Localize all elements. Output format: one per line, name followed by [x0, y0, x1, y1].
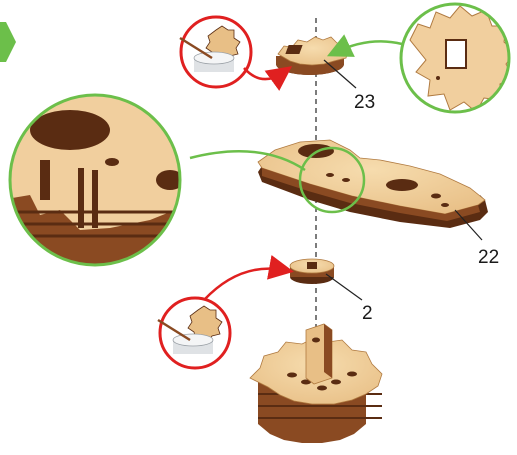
base-gear-stack	[249, 323, 383, 443]
leader-23	[323, 59, 357, 89]
glue-pot-icon	[157, 255, 294, 370]
callout-22: 22	[478, 247, 499, 268]
part-2-spacer	[289, 258, 335, 284]
leader-2	[325, 273, 363, 301]
part-22-plate	[257, 139, 488, 228]
part-23-gear	[276, 36, 349, 75]
gear-detail-callout-icon	[326, 2, 511, 114]
glue-pot-icon	[179, 15, 293, 91]
callout-2: 2	[362, 303, 373, 324]
callout-23: 23	[354, 92, 375, 113]
nav-chevron-icon[interactable]	[0, 22, 16, 62]
magnifier-callout-icon	[8, 93, 366, 267]
leader-22	[454, 209, 483, 241]
